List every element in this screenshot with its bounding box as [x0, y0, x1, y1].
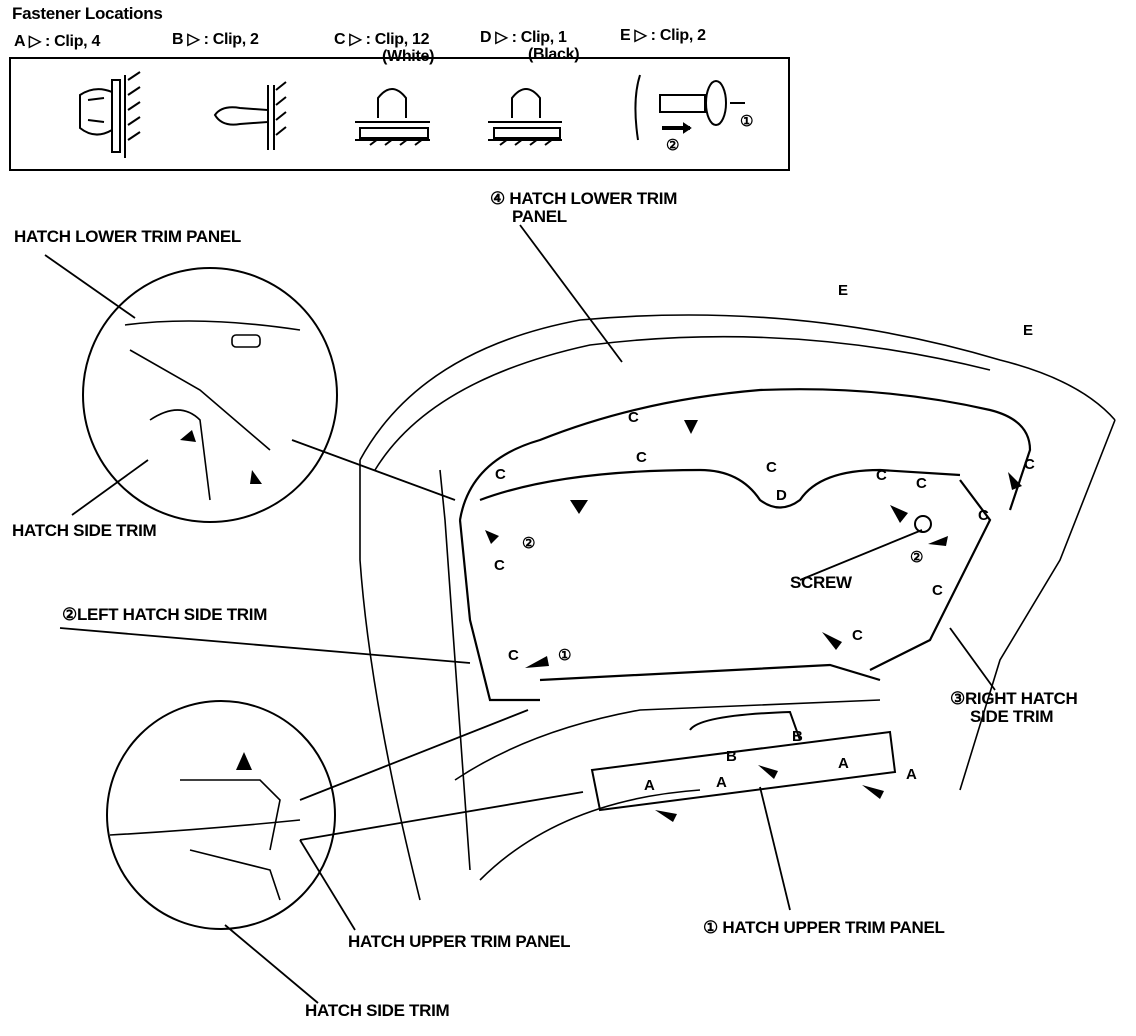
direction-arrows [180, 420, 1022, 822]
legend-step-1: ① [740, 113, 754, 130]
label-hatch-lower-trim-numbered: ④ HATCH LOWER TRIM [490, 189, 678, 208]
label-hatch-upper-trim-detail: HATCH UPPER TRIM PANEL [348, 932, 571, 951]
legend-box [9, 57, 790, 171]
marker-c-9: C [494, 557, 505, 574]
marker-c-2: C [636, 449, 647, 466]
legend-title: Fastener Locations [12, 4, 163, 23]
clip-d-drawing [488, 88, 562, 146]
marker-c-10: C [932, 582, 943, 599]
marker-e-2: E [1023, 322, 1034, 339]
legend-item-d-sub: (Black) [528, 46, 580, 63]
detail-bottom-content [109, 779, 301, 901]
upper-trim-panel [590, 710, 897, 812]
marker-b-1: B [726, 748, 737, 765]
marker-e-1: E [838, 282, 849, 299]
legend-item-e: E ▷ : Clip, 2 [620, 27, 706, 44]
marker-c-1: C [628, 409, 639, 426]
label-hatch-side-trim-bottom: HATCH SIDE TRIM [305, 1001, 450, 1020]
legend-item-a: A ▷ : Clip, 4 [14, 33, 101, 50]
marker-c-4: C [766, 459, 777, 476]
label-right-hatch-side-trim-2: SIDE TRIM [970, 707, 1054, 726]
marker-step-1: ① [558, 647, 572, 664]
clip-e-drawing [634, 74, 745, 141]
marker-d: D [776, 487, 787, 504]
marker-a-1: A [644, 777, 655, 794]
screw-icon [914, 515, 932, 533]
legend-item-c: C ▷ : Clip, 12 [334, 31, 430, 48]
marker-a-4: A [906, 766, 917, 783]
detail-top-content [124, 320, 301, 501]
clip-b-drawing [213, 81, 287, 150]
marker-c-11: C [508, 647, 519, 664]
marker-a-2: A [716, 774, 727, 791]
label-hatch-upper-trim-numbered: ① HATCH UPPER TRIM PANEL [703, 918, 945, 937]
legend-item-c-sub: (White) [382, 48, 435, 65]
label-hatch-lower-trim-numbered-2: PANEL [512, 207, 567, 226]
leader-lines [44, 224, 996, 1004]
label-screw: SCREW [790, 573, 852, 592]
marker-c-12: C [852, 627, 863, 644]
marker-c-3: C [495, 466, 506, 483]
marker-step-2-b: ② [910, 549, 924, 566]
clip-a-drawing [79, 71, 141, 158]
marker-c-6: C [916, 475, 927, 492]
legend-item-d: D ▷ : Clip, 1 [480, 29, 567, 46]
label-hatch-lower-trim-detail: HATCH LOWER TRIM PANEL [14, 227, 241, 246]
marker-b-2: B [792, 728, 803, 745]
legend-item-b: B ▷ : Clip, 2 [172, 31, 259, 48]
marker-a-3: A [838, 755, 849, 772]
marker-step-2-a: ② [522, 535, 536, 552]
label-left-hatch-side-trim: ②LEFT HATCH SIDE TRIM [62, 605, 268, 624]
label-hatch-side-trim-top: HATCH SIDE TRIM [12, 521, 157, 540]
marker-c-5: C [876, 467, 887, 484]
lower-trim-panel-outline [458, 388, 1032, 702]
clip-c-drawing [355, 88, 430, 146]
label-right-hatch-side-trim: ③RIGHT HATCH [950, 689, 1078, 708]
marker-c-7: C [1024, 456, 1035, 473]
marker-c-8: C [978, 507, 989, 524]
detail-circle-top [82, 267, 338, 523]
legend-step-2: ② [666, 137, 680, 154]
detail-circle-bottom [106, 700, 336, 930]
hatch-body [359, 314, 1116, 901]
